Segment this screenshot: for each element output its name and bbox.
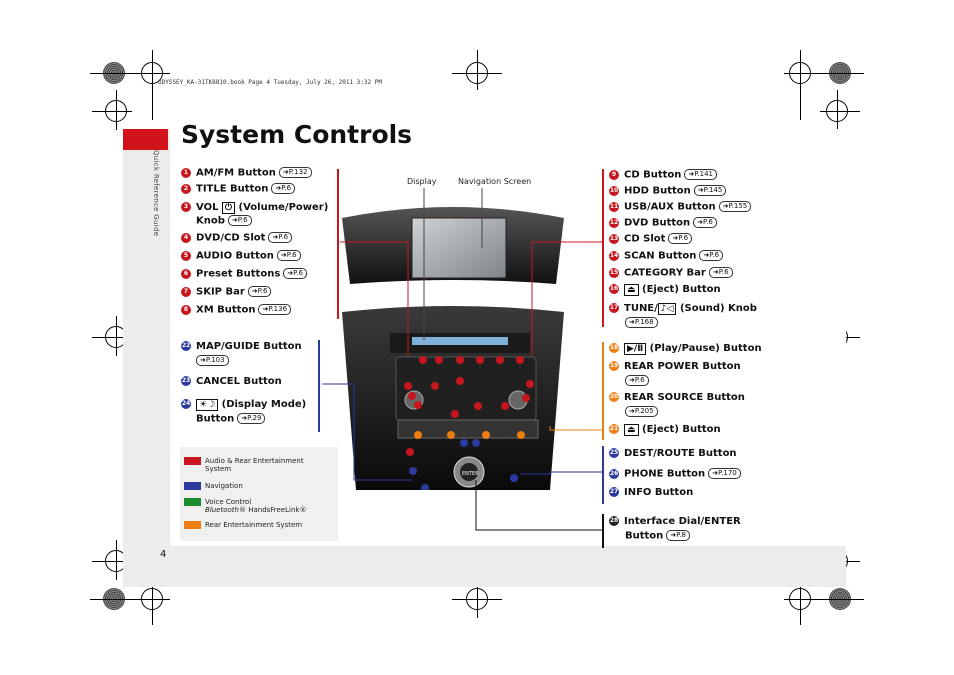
page-title: System Controls [181,120,413,149]
page-ref-link[interactable]: ➜P.6 [625,375,649,386]
eject-icon: ⏏ [624,424,639,436]
page-ref-link[interactable]: ➜P.6 [699,250,724,261]
bracket-blue-left [318,340,320,432]
display-caption: Display [407,177,437,186]
power-icon: ⏻ [221,202,236,214]
dashboard-illustration: ENTER [336,192,570,490]
page-ref-link[interactable]: ➜P.155 [718,201,752,212]
item-tune-sound-ref: ➜P.168 [622,317,658,330]
item-rear-source-ref: ➜P.205 [622,406,658,419]
page-ref-link[interactable]: ➜P.6 [276,250,301,261]
bracket-orange-right [602,342,604,440]
display-mode-icon: ☀☽ [196,399,219,411]
item-map-guide-ref: ➜P.103 [193,355,229,368]
print-header: ODYSSEY_KA-31TK8810.book Page 4 Tuesday,… [158,79,382,86]
item-interface-dial-line2: Button➜P.8 [625,530,690,543]
page-ref-link[interactable]: ➜P.103 [196,355,229,366]
page-ref-link[interactable]: ➜P.205 [625,406,658,417]
page-ref-link[interactable]: ➜P.6 [247,286,272,297]
page-ref-link[interactable]: ➜P.6 [271,183,296,194]
page-ref-link[interactable]: ➜P.6 [708,267,733,278]
page-ref-link[interactable]: ➜P.141 [684,169,718,180]
sound-icon: ♪◁ [657,303,677,315]
item-display-mode-line2: Button➜P.29 [196,413,266,426]
section-tab [123,129,168,150]
item-rear-power-ref: ➜P.6 [622,375,649,388]
item-display-mode-button: 24☀☽ (Display Mode) [181,399,307,411]
item-eject-button: 16⏏ (Eject) Button [609,284,721,296]
page-ref-link[interactable]: ➜P.136 [258,304,292,315]
page-ref-link[interactable]: ➜P.168 [625,317,658,328]
section-side-label: Quick Reference Guide [152,150,160,237]
page-ref-link[interactable]: ➜P.132 [278,167,312,178]
bracket-red-left [337,169,339,319]
page-ref-link[interactable]: ➜P.170 [708,468,741,479]
page-ref-link[interactable]: ➜P.6 [668,233,693,244]
page-ref-link[interactable]: ➜P.6 [693,217,717,228]
page-ref-link[interactable]: ➜P.6 [227,215,252,226]
page-ref-link[interactable]: ➜P.6 [283,268,307,279]
item-vol-knob-line2: Knob➜P.6 [196,215,252,228]
item-play-pause-button: 18▶/Ⅱ (Play/Pause) Button [609,343,762,355]
eject-icon: ⏏ [624,284,639,296]
enter-label: ENTER [462,471,479,477]
page-ref-link[interactable]: ➜P.6 [268,232,293,243]
page-ref-link[interactable]: ➜P.29 [237,413,266,424]
bracket-blue-right [602,446,604,504]
item-rear-eject-button: 21⏏ (Eject) Button [609,424,721,436]
page-ref-link[interactable]: ➜P.145 [693,185,727,196]
play-pause-icon: ▶/Ⅱ [624,343,647,355]
page-number: 4 [160,549,167,560]
navigation-screen-caption: Navigation Screen [458,177,532,186]
dashboard-callouts [404,356,534,490]
page-ref-link[interactable]: ➜P.8 [666,530,690,541]
bracket-red-right [602,169,604,327]
bracket-dark-right [602,514,604,548]
